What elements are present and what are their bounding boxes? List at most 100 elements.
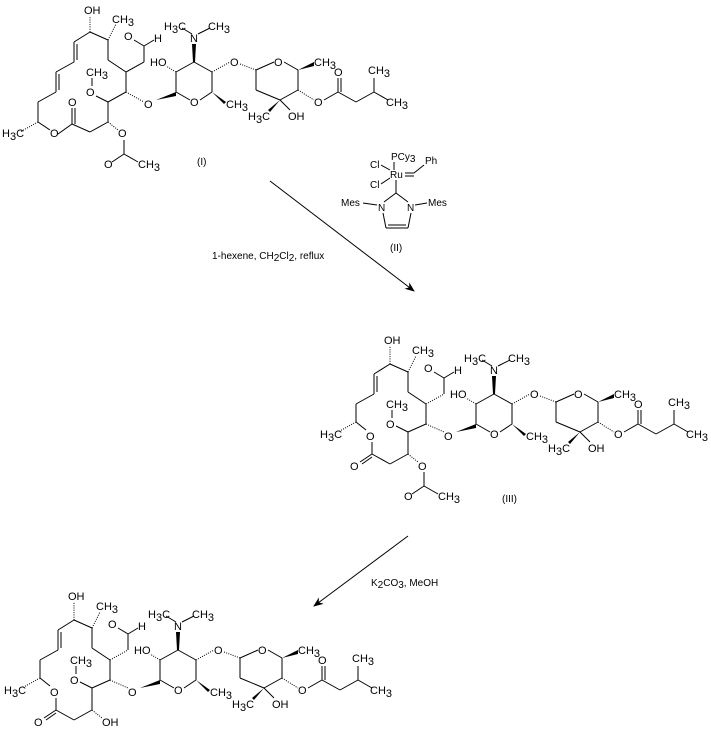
- catalyst-ru: Ru: [390, 170, 403, 181]
- compound-III-acetate-o: O: [418, 461, 427, 473]
- compound-I-ester-o: O: [314, 97, 323, 109]
- catalyst-II: PCy3 Cl Ru Ph Cl N N Mes Mes (II): [341, 152, 447, 254]
- compound-III-lactone-oxygen: O: [350, 461, 359, 473]
- compound-IV-aldehyde-h: H: [138, 621, 146, 633]
- compound-I-mycarose-ch3: CH3: [314, 57, 336, 72]
- compound-I-nme-left: H3C: [164, 21, 186, 36]
- compound-I-methoxy-ch3: CH3: [86, 67, 108, 82]
- reaction-arrow-1: [269, 180, 415, 292]
- compound-IV-isovalerate-carbonyl-o: O: [318, 655, 327, 667]
- compound-I-mycaminose-ring-o: O: [190, 97, 199, 109]
- step-2-conditions: K2CO3, MeOH: [371, 578, 438, 591]
- compound-IV-mycaminose-ch3: CH3: [210, 687, 232, 702]
- compound-I-mycarose-ring-o: O: [274, 57, 283, 69]
- compound-I-aldehyde-h: H: [154, 33, 162, 45]
- compound-III-methoxy-o: O: [386, 419, 395, 431]
- compound-IV-hydroxyl: OH: [102, 717, 119, 729]
- compound-III-mycarose-oh: OH: [588, 443, 605, 455]
- compound-III-interglycosidic-o: O: [530, 389, 539, 401]
- compound-IV-macrolactone-ring: [39, 619, 111, 721]
- compound-I-acetate-o: O: [118, 128, 127, 140]
- compound-I-label: (I): [197, 157, 206, 168]
- catalyst-cl-2: Cl: [370, 180, 379, 191]
- compound-I-mycaminose-ring: [156, 61, 226, 104]
- compound-I-isovalerate-ch3-top: CH3: [368, 65, 390, 80]
- compound-I-mycaminose-ch3: CH3: [226, 99, 248, 114]
- compound-IV-ch3-label: CH3: [96, 601, 118, 616]
- compound-III-mycaminose-ring: [456, 393, 526, 436]
- compound-IV-nme-left: H3C: [148, 609, 170, 624]
- compound-IV-interglycosidic-o: O: [214, 645, 223, 657]
- compound-IV-mycarose-oh: OH: [272, 699, 289, 711]
- compound-III-ring-oxygen: O: [366, 431, 375, 443]
- compound-IV-methoxy-o: O: [70, 675, 79, 687]
- compound-I: OH CH3 H3C O O O CH3 O O CH3 O H O: [2, 5, 408, 174]
- compound-IV-ring-oxygen: O: [50, 687, 59, 699]
- compound-I-mycarose-ring: [239, 61, 315, 112]
- compound-I-dimethylamino-n: N: [190, 33, 198, 45]
- compound-IV-nme-right: CH3: [192, 609, 214, 624]
- compound-III-mycarose-h3c: H3C: [548, 443, 570, 458]
- compound-IV-mycaminose-ring: [140, 649, 210, 692]
- compound-III: OH CH3 H3C O O O CH3 O O CH3 O H O: [320, 335, 708, 506]
- compound-III-ch3-label: CH3: [412, 345, 434, 360]
- compound-IV-aldehyde-o: O: [108, 619, 117, 631]
- catalyst-n-left: N: [378, 203, 385, 214]
- compound-I-acetate-carbonyl-o: O: [104, 159, 113, 171]
- compound-I-isovalerate-carbonyl-o: O: [334, 67, 343, 79]
- compound-IV-mycarose-ch3: CH3: [298, 645, 320, 660]
- compound-I-ch3-label: CH3: [112, 14, 134, 29]
- compound-III-aldehyde-o: O: [424, 363, 433, 375]
- catalyst-ph: Ph: [425, 156, 437, 167]
- compound-IV-dimethylamino-n: N: [174, 621, 182, 633]
- compound-III-label: (III): [502, 494, 517, 505]
- compound-IV-oh-label: OH: [68, 591, 85, 603]
- compound-III-macrolactone-ring: [355, 363, 427, 465]
- compound-III-mycaminose-ho: HO: [450, 389, 467, 401]
- compound-III-ester-o: O: [614, 429, 623, 441]
- compound-I-isovalerate-ch3-right: CH3: [386, 97, 408, 112]
- compound-I-acetate-ch3: CH3: [138, 159, 160, 174]
- compound-IV-lactone-oxygen: O: [34, 717, 43, 729]
- compound-IV-methoxy-ch3: CH3: [70, 655, 92, 670]
- compound-IV-isovalerate: [307, 666, 373, 691]
- compound-III-isovalerate-ch3-top: CH3: [668, 397, 690, 412]
- compound-I-nme-right: CH3: [208, 21, 230, 36]
- compound-III-mycarose-ch3: CH3: [614, 389, 636, 404]
- compound-IV-mycaminose-ring-o: O: [174, 685, 183, 697]
- compound-I-aldehyde-o: O: [124, 31, 133, 43]
- compound-I-glycoside-o: O: [144, 99, 153, 111]
- compound-III-nme-left: H3C: [464, 353, 486, 368]
- compound-IV-ester-o: O: [298, 685, 307, 697]
- step-1-conditions: 1-hexene, CH2Cl2, reflux: [212, 251, 324, 264]
- compound-III-acetate-carbonyl-o: O: [404, 491, 413, 503]
- compound-III-isovalerate-ch3-right: CH3: [686, 429, 708, 444]
- compound-III-mycaminose-ch3: CH3: [526, 431, 548, 446]
- compound-I-mycarose-h3c: H3C: [248, 111, 270, 126]
- compound-IV-mycarose-ring-o: O: [258, 645, 267, 657]
- compound-I-lactone-oxygen: O: [68, 97, 77, 109]
- compound-IV-mycaminose-ho: HO: [134, 645, 151, 657]
- compound-III-dimethylamino-n: N: [490, 365, 498, 377]
- compound-IV-mycarose-ring: [223, 649, 299, 700]
- catalyst-cl-1: Cl: [370, 160, 379, 171]
- compound-I-interglycosidic-o: O: [230, 57, 239, 69]
- compound-IV-glycoside-o: O: [128, 687, 137, 699]
- catalyst-n-right: N: [407, 203, 414, 214]
- compound-III-mycarose-ring: [539, 393, 615, 444]
- compound-III-oh-label: OH: [384, 335, 401, 347]
- compound-III-isovalerate: [623, 410, 689, 435]
- compound-III-mycaminose-ring-o: O: [490, 429, 499, 441]
- compound-III-glycoside-o: O: [444, 431, 453, 443]
- catalyst-mes-left: Mes: [341, 198, 360, 209]
- compound-III-methoxy-ch3: CH3: [386, 399, 408, 414]
- compound-III-h3c-label: H3C: [320, 429, 342, 444]
- compound-I-mycarose-oh: OH: [288, 111, 305, 123]
- compound-IV-isovalerate-ch3-top: CH3: [352, 653, 374, 668]
- compound-IV-h3c-label: H3C: [4, 685, 26, 700]
- compound-III-nme-right: CH3: [508, 353, 530, 368]
- compound-I-oh-label: OH: [84, 5, 101, 17]
- catalyst-pcy3: PCy3: [391, 152, 416, 165]
- compound-I-macrolactone-ring: [37, 31, 145, 135]
